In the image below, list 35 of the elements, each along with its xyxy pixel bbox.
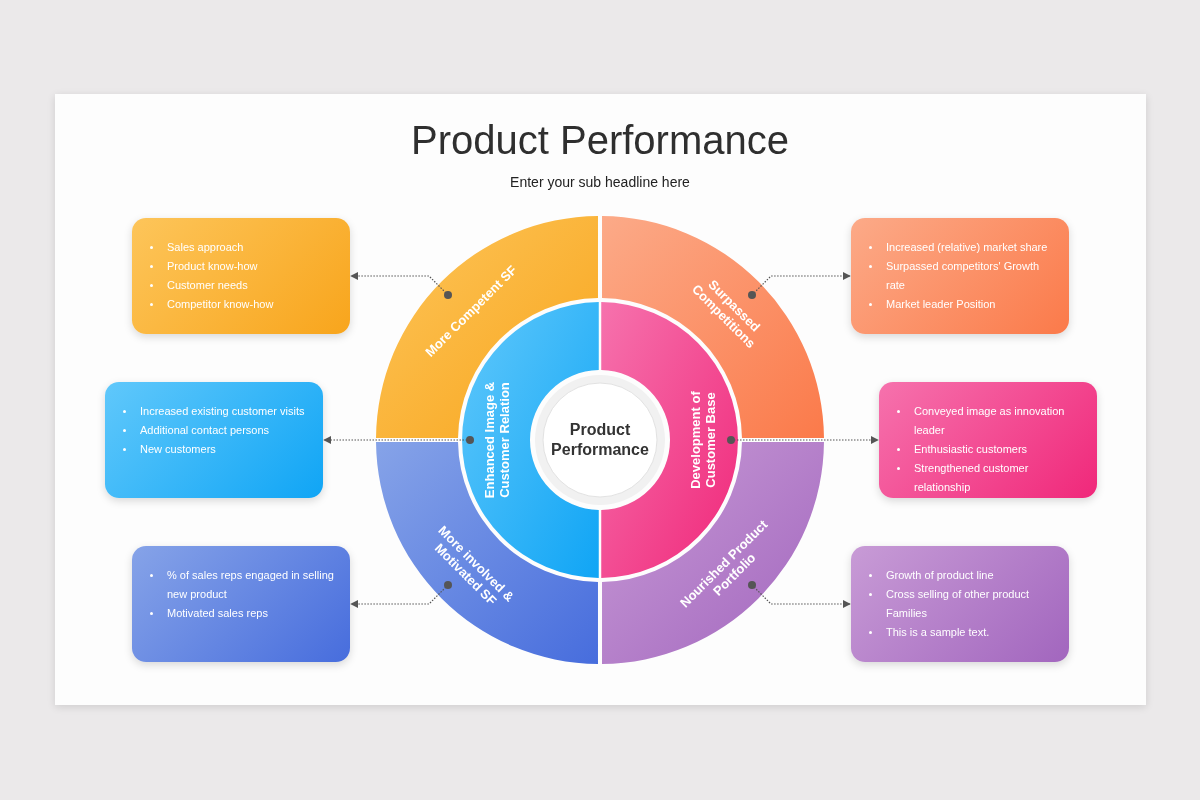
leader-arrow xyxy=(748,581,851,608)
info-card xyxy=(105,382,323,498)
leader-arrow xyxy=(748,272,851,299)
bullet-item: Additional contact persons xyxy=(121,421,309,440)
bullet-item: Growth of product line xyxy=(867,566,1055,585)
leader-arrow xyxy=(350,581,452,608)
info-card xyxy=(851,218,1069,334)
bullet-item: Conveyed image as innovation leader xyxy=(895,402,1083,440)
bullet-item: % of sales reps engaged in selling new product xyxy=(148,566,336,604)
bullet-item: Product know-how xyxy=(148,257,336,276)
bullet-item: Surpassed competitors' Growth rate xyxy=(867,257,1055,295)
bullet-item: Competitor know-how xyxy=(148,295,336,314)
info-card xyxy=(879,382,1097,498)
bullet-item: Motivated sales reps xyxy=(148,604,336,623)
leader-arrow xyxy=(323,436,474,444)
segment-label: Development of Customer Base xyxy=(688,390,718,491)
info-card xyxy=(132,546,350,662)
bullet-item: Increased existing customer visits xyxy=(121,402,309,421)
leader-arrow xyxy=(727,436,879,444)
info-card xyxy=(851,546,1069,662)
segment-label: Enhanced Image & Customer Relation xyxy=(482,380,512,501)
bullet-item: Strengthened customer relationship xyxy=(895,459,1083,497)
bullet-item: Increased (relative) market share xyxy=(867,238,1055,257)
bullet-item: Market leader Position xyxy=(867,295,1055,314)
info-card xyxy=(132,218,350,334)
center-label: Product Performance xyxy=(550,420,650,460)
title: Product Performance xyxy=(410,118,790,163)
bullet-item: Customer needs xyxy=(148,276,336,295)
bullet-item: New customers xyxy=(121,440,309,459)
bullet-item: Sales approach xyxy=(148,238,336,257)
bullet-item: This is a sample text. xyxy=(867,623,1055,642)
bullet-item: Cross selling of other product Families xyxy=(867,585,1055,623)
subtitle: Enter your sub headline here xyxy=(509,174,691,190)
leader-arrow xyxy=(350,272,452,299)
bullet-item: Enthusiastic customers xyxy=(895,440,1083,459)
